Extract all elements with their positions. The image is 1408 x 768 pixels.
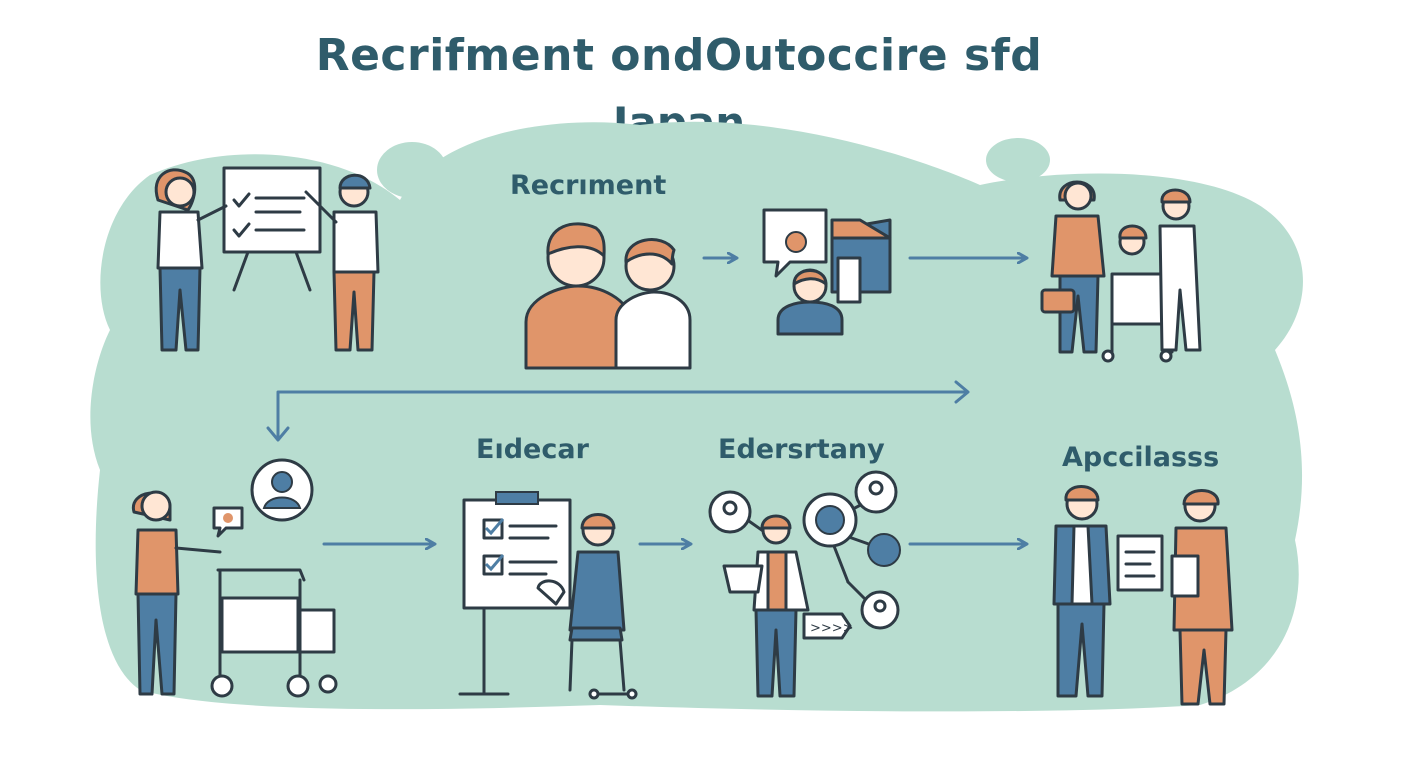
background-blob — [90, 121, 1303, 712]
scene-interview — [762, 208, 892, 336]
scene-training — [458, 491, 638, 700]
page-title: Recrifment ondOutoccire sfd — [315, 30, 1043, 81]
briefcase-icon — [1040, 288, 1076, 314]
stage-label-recruitment: Recrıment — [510, 170, 666, 201]
stage-label-apccilasss: Apccilasss — [1062, 442, 1219, 473]
checklist-board-icon — [222, 166, 322, 292]
scene-presentation — [154, 166, 380, 352]
scene-network: >>>> — [708, 470, 901, 698]
flow-arrows — [266, 258, 1026, 544]
cart-icon — [210, 568, 338, 698]
scene-care-staff — [1040, 180, 1202, 363]
arrow-badge — [802, 612, 852, 640]
person-man-pointing — [304, 173, 380, 352]
arrow-right-icon — [954, 380, 970, 404]
loop-arrow — [276, 390, 968, 440]
person-woman-presenter — [154, 168, 228, 352]
scene-support — [132, 458, 338, 698]
stage-label-edersrtany: Edersrtany — [718, 434, 885, 465]
badge-text: >>>> — [810, 621, 854, 636]
scene-application — [1052, 485, 1234, 706]
stage-label-eidecar: Eıdecar — [476, 434, 590, 465]
scene-recruitment-pair — [524, 222, 692, 370]
arrow-down-icon — [266, 426, 290, 442]
